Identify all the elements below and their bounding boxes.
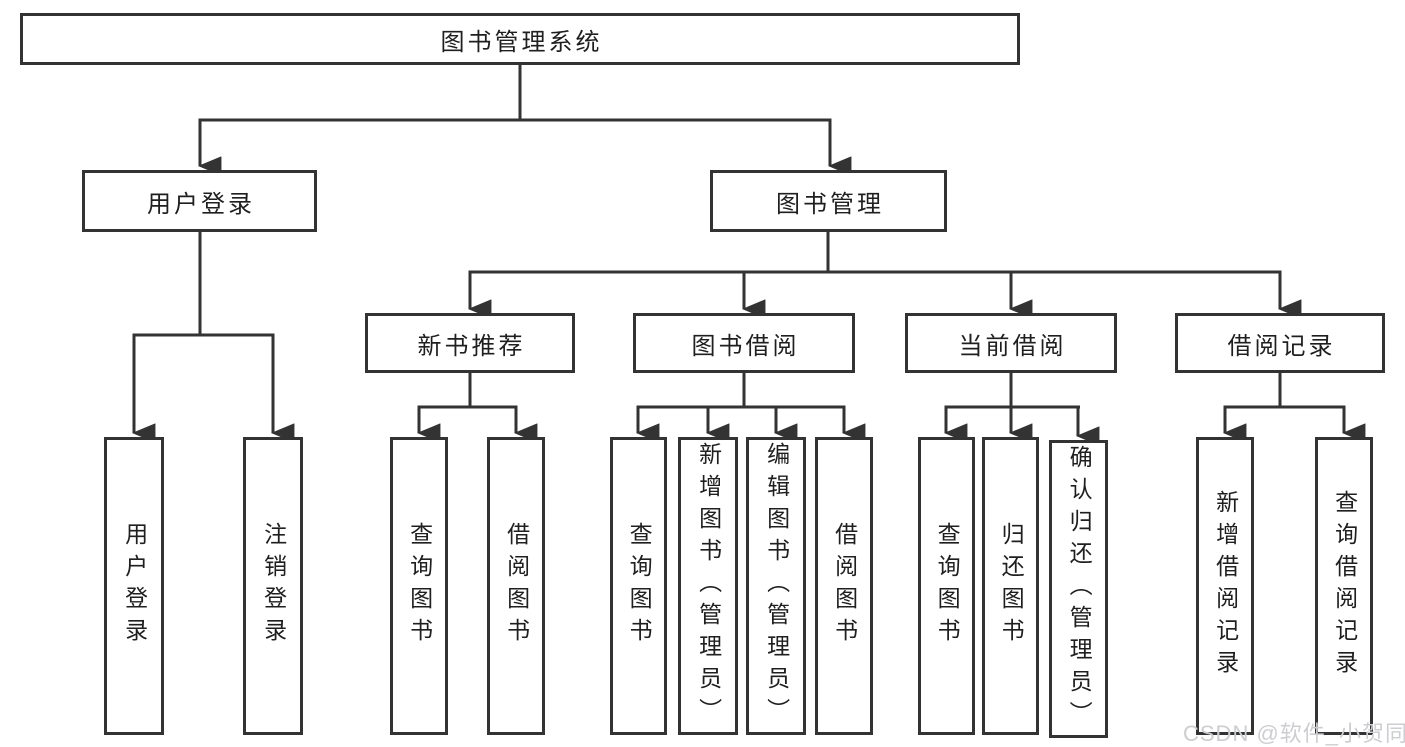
- leaf-borrow-books-recommend-label: 借阅图书: [503, 522, 530, 650]
- leaf-return-books: 归还图书: [982, 437, 1039, 735]
- node-borrowing-records-label: 借阅记录: [1227, 332, 1336, 360]
- leaf-query-borrow-record-label: 查询借阅记录: [1331, 490, 1358, 682]
- node-book-management-label: 图书管理: [776, 190, 884, 218]
- leaf-confirm-return-admin: 确认归还（管理员）: [1049, 440, 1108, 738]
- leaf-add-borrow-record-label: 新增借阅记录: [1212, 490, 1239, 682]
- leaf-borrow-books-recommend: 借阅图书: [487, 437, 545, 735]
- leaf-query-books-current: 查询图书: [918, 437, 975, 735]
- node-book-management: 图书管理: [710, 170, 947, 232]
- node-user-login-label: 用户登录: [147, 190, 255, 218]
- leaf-query-books-recommend: 查询图书: [390, 437, 448, 735]
- leaf-query-books-borrowing: 查询图书: [610, 437, 667, 735]
- node-user-login: 用户登录: [82, 170, 317, 232]
- node-book-borrowing: 图书借阅: [633, 313, 855, 373]
- leaf-logout-label: 注销登录: [260, 522, 287, 650]
- node-book-borrowing-label: 图书借阅: [691, 332, 800, 360]
- leaf-edit-books-admin-label: 编辑图书（管理员）: [763, 442, 790, 730]
- leaf-logout: 注销登录: [243, 437, 303, 735]
- leaf-confirm-return-admin-label: 确认归还（管理员）: [1066, 445, 1093, 733]
- node-new-book-recommend-label: 新书推荐: [417, 332, 526, 360]
- leaf-return-books-label: 归还图书: [998, 522, 1025, 650]
- node-new-book-recommend: 新书推荐: [365, 313, 575, 373]
- leaf-user-login: 用户登录: [104, 437, 164, 735]
- leaf-query-books-borrowing-label: 查询图书: [626, 522, 653, 650]
- node-current-borrowing: 当前借阅: [905, 313, 1117, 373]
- leaf-query-books-current-label: 查询图书: [934, 522, 961, 650]
- leaf-borrow-books-borrowing-label: 借阅图书: [831, 522, 858, 650]
- node-library-system: 图书管理系统: [20, 13, 1020, 65]
- leaf-borrow-books-borrowing: 借阅图书: [815, 437, 873, 735]
- csdn-watermark: CSDN @软件_小贺同学: [1183, 721, 1405, 746]
- leaf-query-books-recommend-label: 查询图书: [406, 522, 433, 650]
- leaf-edit-books-admin: 编辑图书（管理员）: [746, 437, 806, 735]
- node-current-borrowing-label: 当前借阅: [958, 332, 1067, 360]
- leaf-query-borrow-record: 查询借阅记录: [1315, 437, 1373, 735]
- node-library-system-label: 图书管理系统: [440, 28, 603, 56]
- node-borrowing-records: 借阅记录: [1175, 313, 1385, 373]
- leaf-add-borrow-record: 新增借阅记录: [1196, 437, 1254, 735]
- leaf-user-login-label: 用户登录: [121, 522, 148, 650]
- leaf-add-books-admin-label: 新增图书（管理员）: [695, 442, 722, 730]
- leaf-add-books-admin: 新增图书（管理员）: [678, 437, 738, 735]
